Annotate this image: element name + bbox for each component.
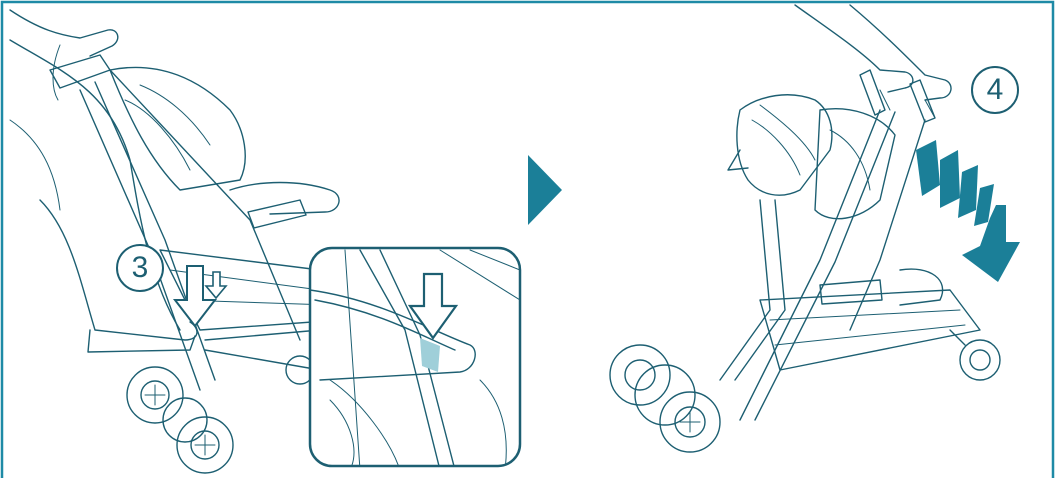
- pedal-detail-callout: [310, 248, 520, 470]
- step-number-badge: 3: [116, 244, 164, 292]
- triangle-right-icon: [528, 155, 562, 225]
- curved-arrow-icon: [916, 140, 1020, 282]
- stroller-folding-drawing: [610, 5, 1000, 452]
- down-arrow-icon: [206, 272, 226, 298]
- step-number-badge: 4: [971, 66, 1019, 114]
- stroller-open-drawing: [10, 10, 340, 473]
